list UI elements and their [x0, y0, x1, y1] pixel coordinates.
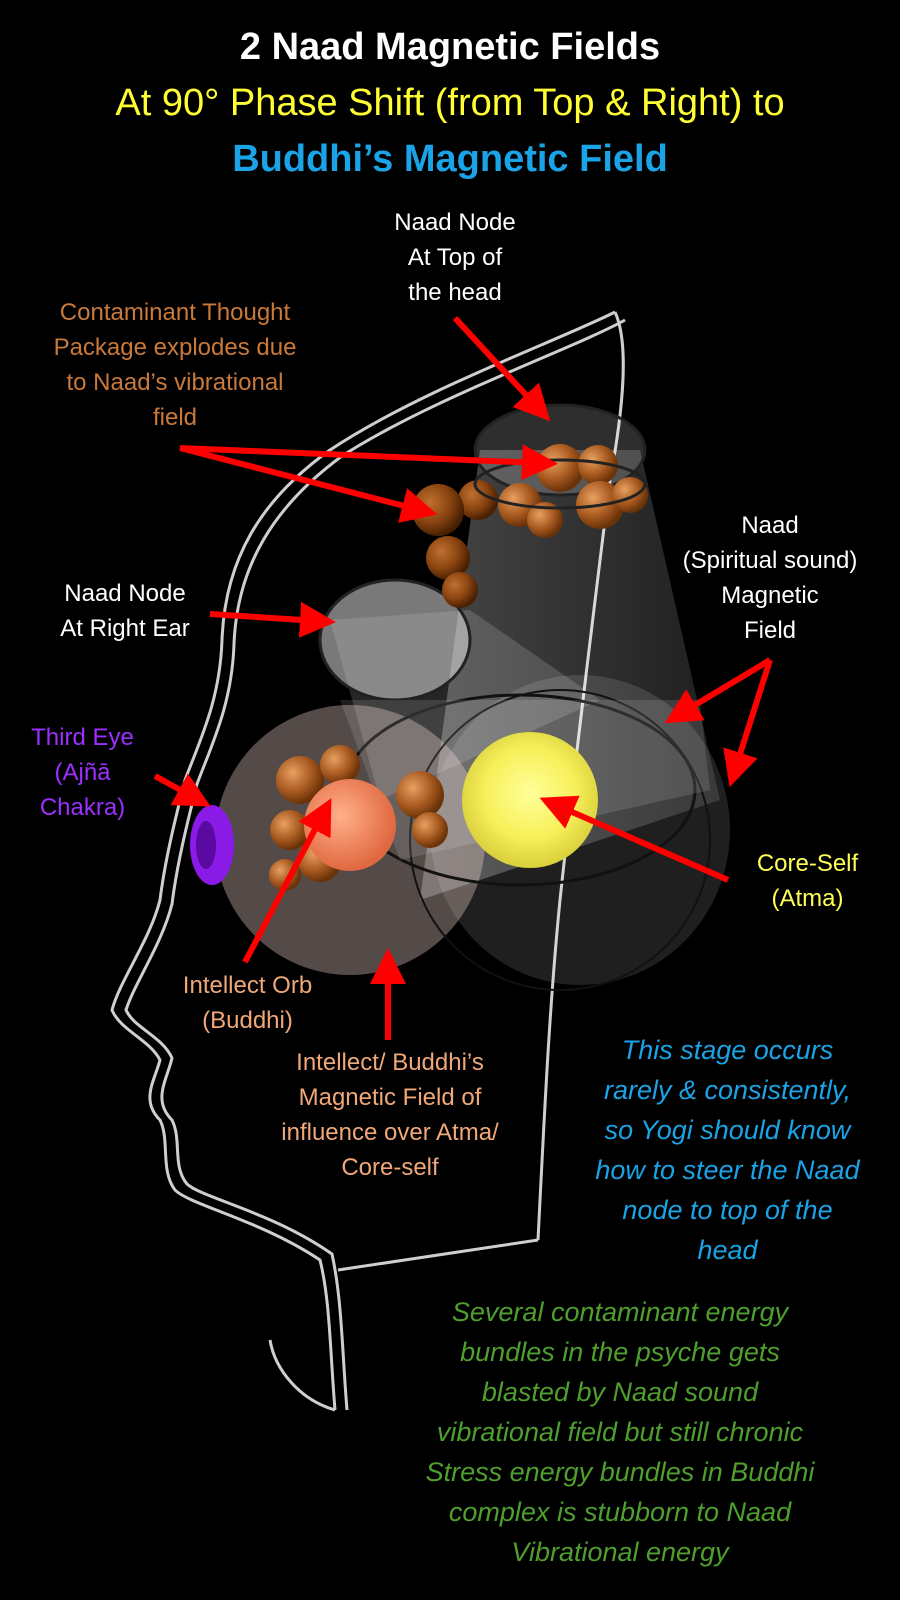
label-third-eye: Third Eye (Ajñā Chakra)	[31, 724, 134, 821]
note-stage: This stage occurs rarely & consistently,…	[595, 1035, 860, 1265]
pointer-arrows	[153, 315, 773, 1040]
core-self-orb	[462, 732, 598, 868]
label-intellect-orb: Intellect Orb (Buddhi)	[182, 972, 313, 1034]
title-line-2: At 90° Phase Shift (from Top & Right) to	[115, 82, 785, 124]
title-line-1: 2 Naad Magnetic Fields	[239, 26, 661, 68]
third-eye-icon	[190, 805, 234, 885]
title-line-3: Buddhi’s Magnetic Field	[232, 138, 668, 180]
note-bundles: Several contaminant energy bundles in th…	[425, 1297, 815, 1567]
top-node-ring	[473, 458, 647, 510]
label-naad-node-top: Naad Node At Top of the head	[394, 209, 516, 306]
label-naad-node-right: Naad Node At Right Ear	[60, 580, 190, 642]
label-naad-field: Naad (Spiritual sound) Magnetic Field	[682, 512, 858, 644]
label-buddhi-field: Intellect/ Buddhi’s Magnetic Field of in…	[281, 1049, 499, 1181]
naad-node-right-ear	[318, 578, 600, 800]
contaminant-beads-top	[412, 444, 648, 608]
label-contaminant: Contaminant Thought Package explodes due…	[53, 299, 297, 431]
label-core-self: Core-Self (Atma)	[756, 850, 859, 912]
